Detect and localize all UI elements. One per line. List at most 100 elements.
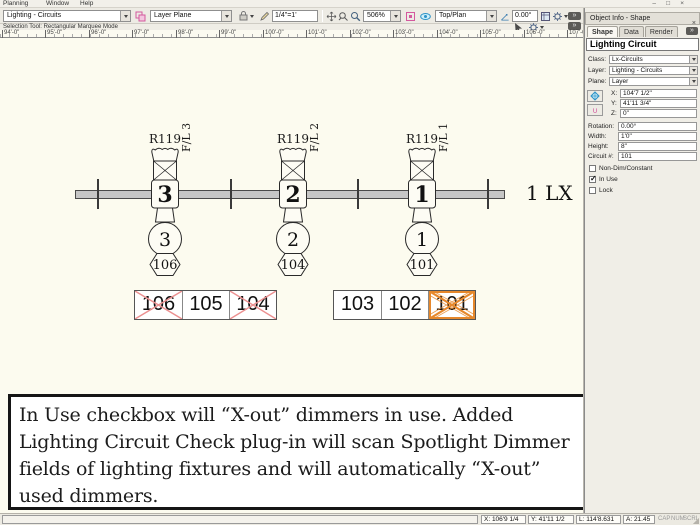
- palette-overflow-button[interactable]: »: [686, 27, 698, 35]
- checkbox-row[interactable]: Lock: [585, 186, 700, 196]
- ruler-label: 97'-0": [132, 30, 150, 38]
- ruler-label: 94'-0": [2, 30, 20, 38]
- drawing-canvas[interactable]: R119 3 3 106 R119: [0, 38, 583, 513]
- class-label: Class:: [588, 56, 607, 63]
- rotation-field[interactable]: 0.00°: [618, 122, 697, 131]
- pipe-tick: [97, 179, 99, 209]
- height-label: Height:: [588, 143, 609, 150]
- pencil-icon[interactable]: [259, 10, 270, 22]
- view-rotation-field[interactable]: 0.00°: [512, 10, 538, 22]
- modebar-overflow-button[interactable]: »: [568, 22, 581, 30]
- caps-lock-indicator: CAP: [658, 516, 671, 522]
- instrument-type-label: R119: [149, 132, 181, 146]
- non-dim-checkbox[interactable]: [589, 165, 596, 172]
- plane-dropdown[interactable]: Layer: [609, 77, 698, 86]
- width-field[interactable]: 1'0": [618, 132, 697, 141]
- height-field[interactable]: 8": [618, 142, 697, 151]
- coordinate-mode-icon[interactable]: [587, 90, 603, 102]
- zoom-level-dropdown[interactable]: 506%: [363, 10, 401, 22]
- y-field[interactable]: 41'11 3/4": [620, 99, 697, 108]
- fit-to-objects-icon[interactable]: [405, 10, 416, 22]
- lighting-fixture[interactable]: R119 2 2 104: [263, 132, 323, 278]
- chevron-down-icon[interactable]: [486, 11, 496, 21]
- magnifier-icon[interactable]: [350, 10, 361, 22]
- circuit-number-field[interactable]: 101: [618, 152, 697, 161]
- menu-item-window[interactable]: Window: [46, 0, 70, 7]
- pipe-tick: [487, 179, 489, 209]
- constraint-u-icon[interactable]: ∪: [587, 104, 603, 116]
- dimmer-cell[interactable]: 106: [135, 291, 182, 319]
- ruler-label: 99'-0": [219, 30, 237, 38]
- active-class-dropdown[interactable]: Lighting - Circuits: [3, 10, 131, 22]
- menu-item-planning[interactable]: Planning: [3, 0, 29, 7]
- tool-options-gear-icon[interactable]: [528, 21, 544, 33]
- panel-divider[interactable]: [583, 8, 585, 513]
- angle-readout: A: 21.45: [623, 515, 655, 524]
- class-dropdown[interactable]: Lx-Circuits: [609, 55, 698, 64]
- close-icon[interactable]: ×: [680, 0, 684, 7]
- chevron-down-icon[interactable]: [689, 56, 697, 63]
- lock-checkbox[interactable]: [589, 187, 596, 194]
- view-dropdown[interactable]: Top/Plan: [435, 10, 497, 22]
- chevron-down-icon[interactable]: [390, 11, 400, 21]
- dimmer-cell[interactable]: 102: [381, 291, 428, 319]
- annotation-text-box[interactable]: In Use checkbox will “X-out” dimmers in …: [8, 394, 583, 510]
- pan-icon[interactable]: [326, 10, 337, 22]
- tool-mode-bar: Selection Tool: Rectangular Marquee Mode…: [0, 21, 585, 33]
- zoom-drag-icon[interactable]: [338, 10, 349, 22]
- class-options-icon[interactable]: [133, 10, 147, 22]
- chevron-down-icon[interactable]: [689, 67, 697, 74]
- resize-grip-icon[interactable]: ◢: [692, 516, 699, 525]
- toolbar-overflow-button[interactable]: »: [568, 12, 581, 20]
- chevron-down-icon[interactable]: [221, 11, 231, 21]
- render-mode-icon[interactable]: [540, 10, 551, 22]
- dimmer-number: 101: [410, 258, 435, 273]
- ruler-label: 100'-0": [263, 30, 284, 38]
- lighting-fixture[interactable]: R119 1 1 101: [392, 132, 452, 278]
- checkbox-row[interactable]: Non-Dim/Constant: [585, 164, 700, 174]
- dimmer-strip[interactable]: 103 102 101: [333, 290, 476, 320]
- cursor-tool-icon[interactable]: [512, 21, 524, 33]
- ruler-label: 95'-0": [45, 30, 63, 38]
- chevron-down-icon[interactable]: [689, 78, 697, 85]
- tab-render[interactable]: Render: [644, 26, 678, 37]
- tab-data[interactable]: Data: [619, 26, 644, 37]
- dimmer-cell[interactable]: 103: [334, 291, 381, 319]
- menu-item-help[interactable]: Help: [80, 0, 94, 7]
- ruler-label: 103'-0": [393, 30, 414, 38]
- chevron-down-icon[interactable]: [120, 11, 130, 21]
- checkbox-row[interactable]: ✓ In Use: [585, 175, 700, 185]
- width-label: Width:: [588, 133, 607, 140]
- dimmer-cell-selected[interactable]: 101: [428, 291, 475, 319]
- dimmer-strip[interactable]: 106 105 104: [134, 290, 277, 320]
- ruler-label: 98'-0": [176, 30, 194, 38]
- ruler-label: 102'-0": [350, 30, 371, 38]
- x-field[interactable]: 104'7 1/2": [620, 89, 697, 98]
- restore-icon[interactable]: □: [666, 0, 670, 7]
- flyover-eye-icon[interactable]: [418, 10, 432, 22]
- palette-title[interactable]: Object Info - Shape ×: [585, 12, 700, 27]
- channel-number: 2: [285, 182, 300, 208]
- dimmer-cell[interactable]: 104: [229, 291, 276, 319]
- y-label: Y:: [611, 100, 617, 107]
- render-options-gear-icon[interactable]: [552, 10, 568, 22]
- close-icon[interactable]: ×: [691, 20, 696, 27]
- layer-dropdown[interactable]: Lighting - Circuits: [609, 66, 698, 75]
- minimize-icon[interactable]: –: [652, 0, 656, 7]
- lighting-fixture[interactable]: R119 3 3 106: [135, 132, 195, 278]
- z-label: Z:: [611, 110, 617, 117]
- z-field[interactable]: 0": [620, 109, 697, 118]
- channel-number: 3: [157, 182, 172, 208]
- layer-scale-field[interactable]: 1/4"=1': [272, 10, 318, 22]
- tab-shape[interactable]: Shape: [587, 26, 619, 37]
- position-channel-label: F/L 2: [308, 122, 321, 152]
- in-use-checkbox[interactable]: ✓: [589, 174, 597, 183]
- object-info-palette: Object Info - Shape × Shape Data Render …: [585, 8, 700, 513]
- dimmer-cell[interactable]: 105: [182, 291, 229, 319]
- layer-options-button[interactable]: [236, 10, 256, 22]
- x-out-mark-selected: [429, 291, 475, 319]
- position-channel-label: F/L 3: [180, 122, 193, 152]
- ruler-label: 104'-0": [437, 30, 458, 38]
- plane-mode-dropdown[interactable]: Layer Plane: [150, 10, 232, 22]
- tool-mode-message: Selection Tool: Rectangular Marquee Mode: [3, 24, 118, 30]
